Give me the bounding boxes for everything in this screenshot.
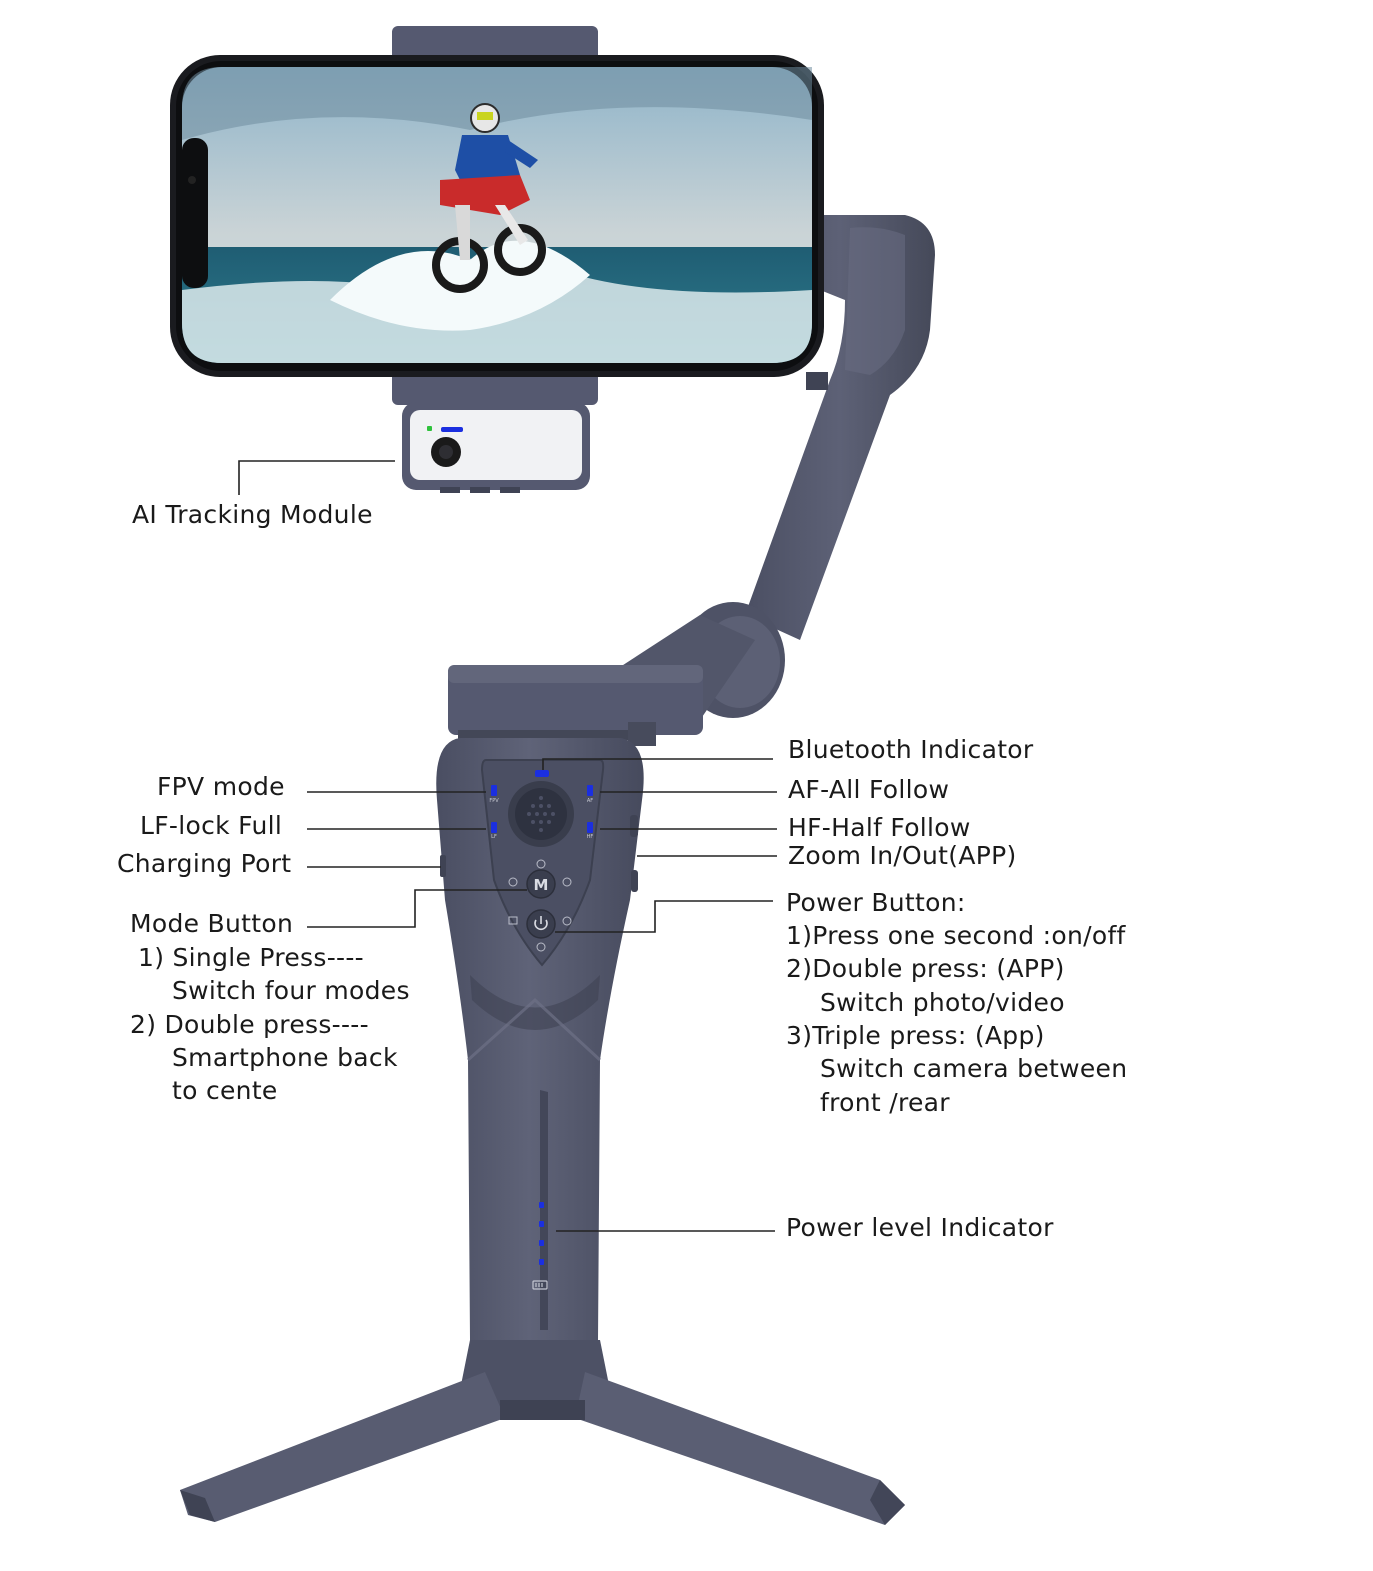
power-line-3: Switch photo/video [820, 988, 1065, 1017]
mode-line-3: 2) Double press---- [130, 1010, 369, 1039]
bluetooth-led [535, 770, 549, 777]
label-bluetooth: Bluetooth Indicator [788, 735, 1034, 764]
mode-line-5: to cente [172, 1076, 278, 1105]
hf-led [587, 822, 593, 833]
power-line-4: 3)Triple press: (App) [786, 1021, 1045, 1050]
gimbal-handle [436, 738, 644, 1340]
hf-tag: HF [587, 834, 594, 840]
battery-icon [532, 1280, 548, 1290]
label-af: AF-All Follow [788, 775, 950, 804]
label-charging: Charging Port [117, 849, 292, 878]
power-line-5: Switch camera between [820, 1054, 1128, 1083]
control-panel: FPV LF AF HF M [480, 759, 605, 967]
label-lf: LF-lock Full [140, 811, 283, 840]
power-level-leds [532, 1202, 548, 1290]
label-ai-tracking: AI Tracking Module [132, 500, 373, 529]
power-title: Power Button: [786, 888, 966, 917]
smartphone [170, 55, 824, 377]
power-icon [534, 916, 548, 931]
power-line-1: 1)Press one second :on/off [786, 921, 1126, 950]
rider-figure [432, 103, 546, 293]
mode-line-2: Switch four modes [172, 976, 410, 1005]
mode-line-4: Smartphone back [172, 1043, 398, 1072]
mode-title: Mode Button [130, 909, 294, 938]
leader-lines [238, 460, 777, 1232]
lf-led [491, 822, 497, 833]
ai-tracking-module [402, 402, 590, 493]
mode-icons [508, 859, 572, 952]
label-power-level: Power level Indicator [786, 1213, 1054, 1242]
mode-button[interactable] [526, 869, 556, 899]
mode-key-label: M [534, 876, 549, 894]
fpv-tag: FPV [489, 798, 499, 804]
lf-tag: LF [491, 834, 497, 840]
af-led [587, 785, 593, 796]
tripod [180, 1340, 905, 1525]
power-line-6: front /rear [820, 1088, 950, 1117]
label-zoom: Zoom In/Out(APP) [788, 841, 1017, 870]
gimbal-arm [448, 215, 935, 746]
label-hf: HF-Half Follow [788, 813, 971, 842]
mode-line-1: 1) Single Press---- [138, 943, 364, 972]
label-fpv: FPV mode [157, 772, 285, 801]
fpv-led [491, 785, 497, 796]
power-line-2: 2)Double press: (APP) [786, 954, 1065, 983]
af-tag: AF [587, 798, 593, 804]
